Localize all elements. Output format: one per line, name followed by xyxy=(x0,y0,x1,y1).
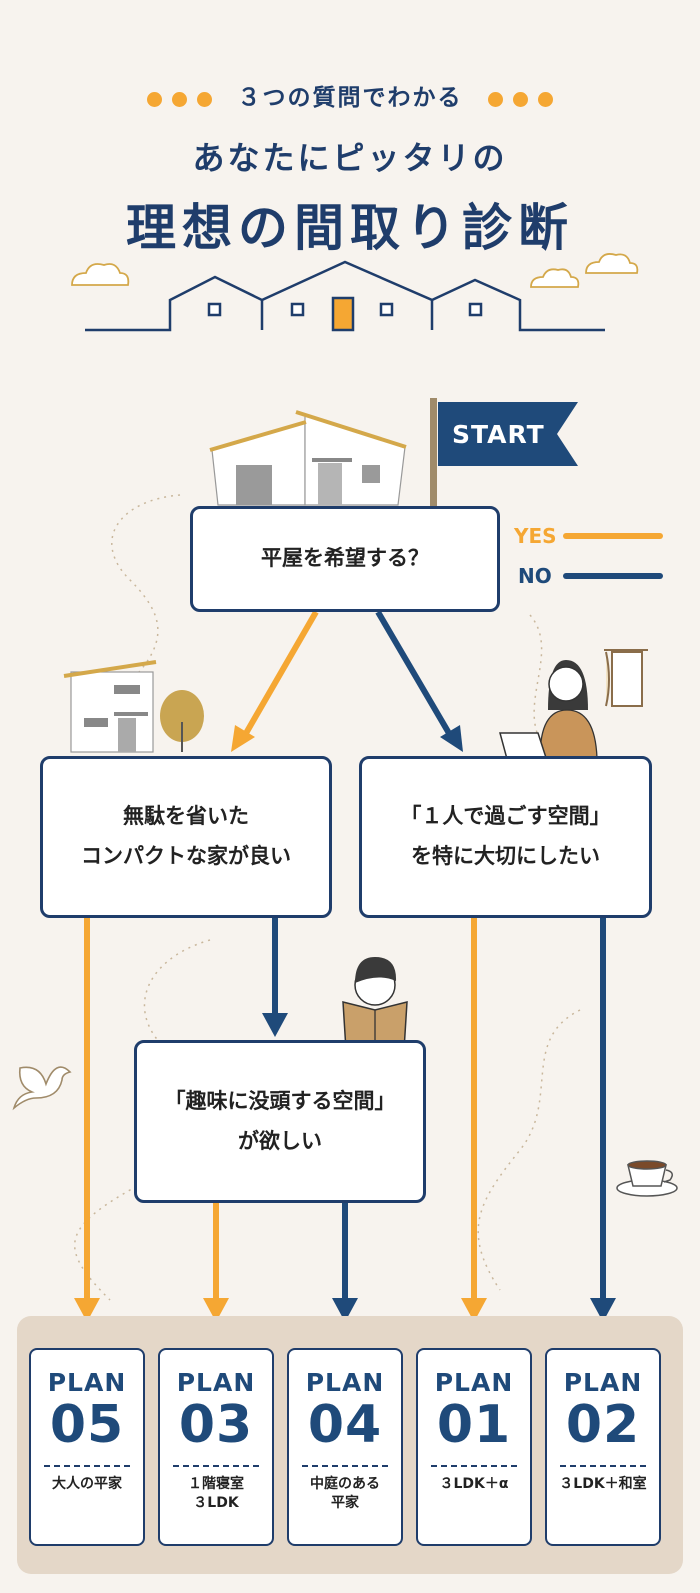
plan-divider xyxy=(431,1465,517,1467)
plan-number: 02 xyxy=(565,1395,641,1455)
header-subtitle: ３つの質問でわかる xyxy=(237,85,463,111)
arrow-q2-yes xyxy=(74,916,100,1322)
title-line-2: 理想の間取り診断 xyxy=(126,199,574,257)
arrow-q1-yes xyxy=(231,610,319,752)
plan-number: 03 xyxy=(178,1395,254,1455)
plan-divider xyxy=(560,1465,646,1467)
question-box-2: 無駄を省いた コンパクトな家が良い xyxy=(40,756,332,918)
plan-divider xyxy=(173,1465,259,1467)
question-2-text: 無駄を省いた コンパクトな家が良い xyxy=(81,804,291,868)
flag-pole xyxy=(430,398,437,510)
plan-description: 大人の平家 xyxy=(52,1476,122,1492)
plan-word: PLAN xyxy=(47,1368,127,1397)
question-box-4: 「趣味に没頭する空間」 が欲しい xyxy=(134,1040,426,1203)
question-4-text: 「趣味に没頭する空間」 が欲しい xyxy=(164,1088,396,1153)
title-line-1: あなたにピッタリの xyxy=(192,139,508,177)
plan-word: PLAN xyxy=(305,1368,385,1397)
question-box-1: 平屋を希望する？ xyxy=(190,506,500,612)
houses-skyline-icon xyxy=(85,260,605,332)
plan-number: 01 xyxy=(436,1395,512,1455)
plan-card-02[interactable]: PLAN 02 ３LDK＋和室 xyxy=(545,1348,661,1546)
legend-no-label: NO xyxy=(518,564,552,588)
arrow-q3-yes xyxy=(461,916,487,1322)
cloud-icon xyxy=(71,253,639,288)
question-1-text: 平屋を希望する？ xyxy=(261,546,429,571)
arrow-q3-no xyxy=(590,916,616,1322)
dots-left xyxy=(142,86,217,112)
header-subtitle-row: ３つの質問でわかる xyxy=(0,78,700,112)
legend-yes-label: YES xyxy=(514,524,557,548)
plan-divider xyxy=(302,1465,388,1467)
arrow-q4-no xyxy=(332,1202,358,1322)
dots-right xyxy=(483,86,558,112)
house-illustration-icon xyxy=(209,410,407,506)
plan-number: 05 xyxy=(49,1395,125,1455)
plan-divider xyxy=(44,1465,130,1467)
woman-with-laptop-icon xyxy=(499,660,598,771)
plan-number: 04 xyxy=(307,1395,383,1455)
question-3-text: 「１人で過ごす空間」 を特に大切にしたい xyxy=(400,804,611,868)
arrow-q1-no xyxy=(375,610,463,752)
window-curtain-icon xyxy=(604,649,648,707)
plan-card-05[interactable]: PLAN 05 大人の平家 xyxy=(29,1348,145,1546)
plan-description: ３LDK＋α xyxy=(439,1476,509,1492)
plan-card-04[interactable]: PLAN 04 中庭のある 平家 xyxy=(287,1348,403,1546)
bird-icon xyxy=(12,1066,72,1111)
plan-description: ３LDK＋和室 xyxy=(559,1476,647,1492)
plan-description: 中庭のある 平家 xyxy=(310,1476,380,1511)
arrow-q4-yes xyxy=(203,1202,229,1322)
two-story-house-icon xyxy=(63,660,157,753)
plan-word: PLAN xyxy=(176,1368,256,1397)
question-box-3: 「１人で過ごす空間」 を特に大切にしたい xyxy=(359,756,652,918)
start-label: START xyxy=(452,419,545,449)
plan-word: PLAN xyxy=(563,1368,643,1397)
tree-icon xyxy=(160,690,204,752)
coffee-cup-icon xyxy=(616,1160,678,1197)
plan-card-03[interactable]: PLAN 03 １階寝室 ３LDK xyxy=(158,1348,274,1546)
plan-word: PLAN xyxy=(434,1368,514,1397)
arrow-q2-no xyxy=(262,916,288,1037)
start-flag: START xyxy=(438,402,578,466)
plan-description: １階寝室 ３LDK xyxy=(188,1476,244,1511)
plan-card-01[interactable]: PLAN 01 ３LDK＋α xyxy=(416,1348,532,1546)
